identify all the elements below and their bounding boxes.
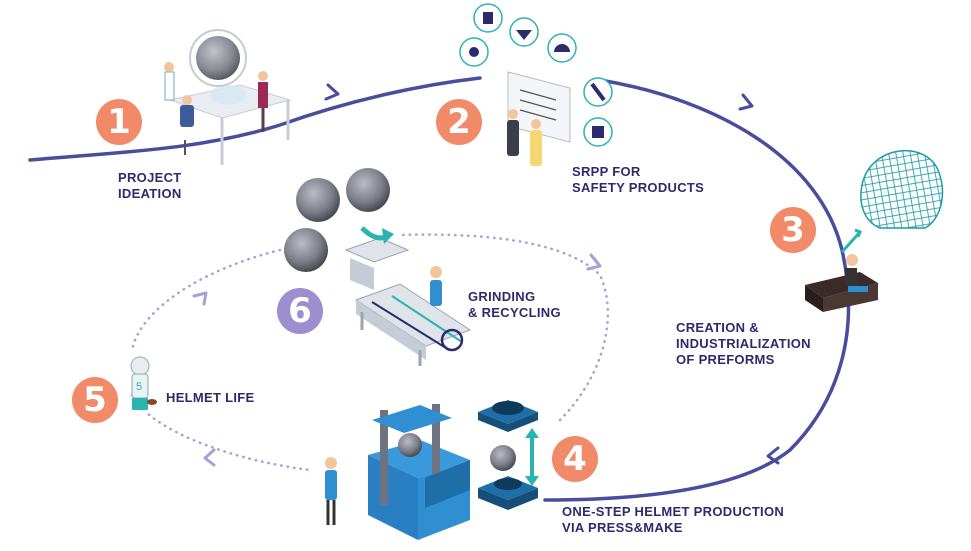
press-machine-icon [325,404,470,540]
step-1-label: PROJECT IDEATION [118,170,182,201]
step-4-badge: 4 [552,436,598,482]
step-2-label: SRPP FOR SAFETY PRODUCTS [572,164,705,195]
main-process-path [28,76,482,162]
main-process-path-right [543,78,851,502]
step-3-badge: 3 [770,207,816,253]
step-6-badge: 6 [277,288,323,334]
safety-products-board-icon [459,3,613,166]
helmet-icon [490,445,516,471]
double-arrow-icon [525,428,539,486]
step-3-label: CREATION & INDUSTRIALIZATION OF PREFORMS [676,320,811,367]
svg-text:5: 5 [136,381,142,393]
football-player-icon: 5 [130,356,157,429]
lattice-preform-icon [860,149,944,229]
chevron-left-icon [766,446,780,465]
mold-bottom-icon [478,476,538,510]
chevron-right-icon [324,83,340,101]
mold-top-icon [478,400,538,432]
chevron-right-icon [586,253,602,271]
design-desk-icon [805,228,878,312]
used-helmets-icon [284,168,390,272]
step-6-label: GRINDING & RECYCLING [468,289,561,320]
chevron-right-icon [738,93,754,111]
chevron-up-icon [192,291,208,306]
step-1-badge: 1 [96,99,142,145]
recycling-loop [130,233,610,472]
step-4-label: ONE-STEP HELMET PRODUCTION VIA PRESS&MAK… [562,504,785,535]
meeting-table-icon [164,29,292,165]
step-5-label: HELMET LIFE [166,390,255,405]
step-5-badge: 5 [72,377,118,423]
grinder-conveyor-icon [344,226,472,366]
chevron-left-icon [203,448,216,467]
step-2-badge: 2 [436,99,482,145]
